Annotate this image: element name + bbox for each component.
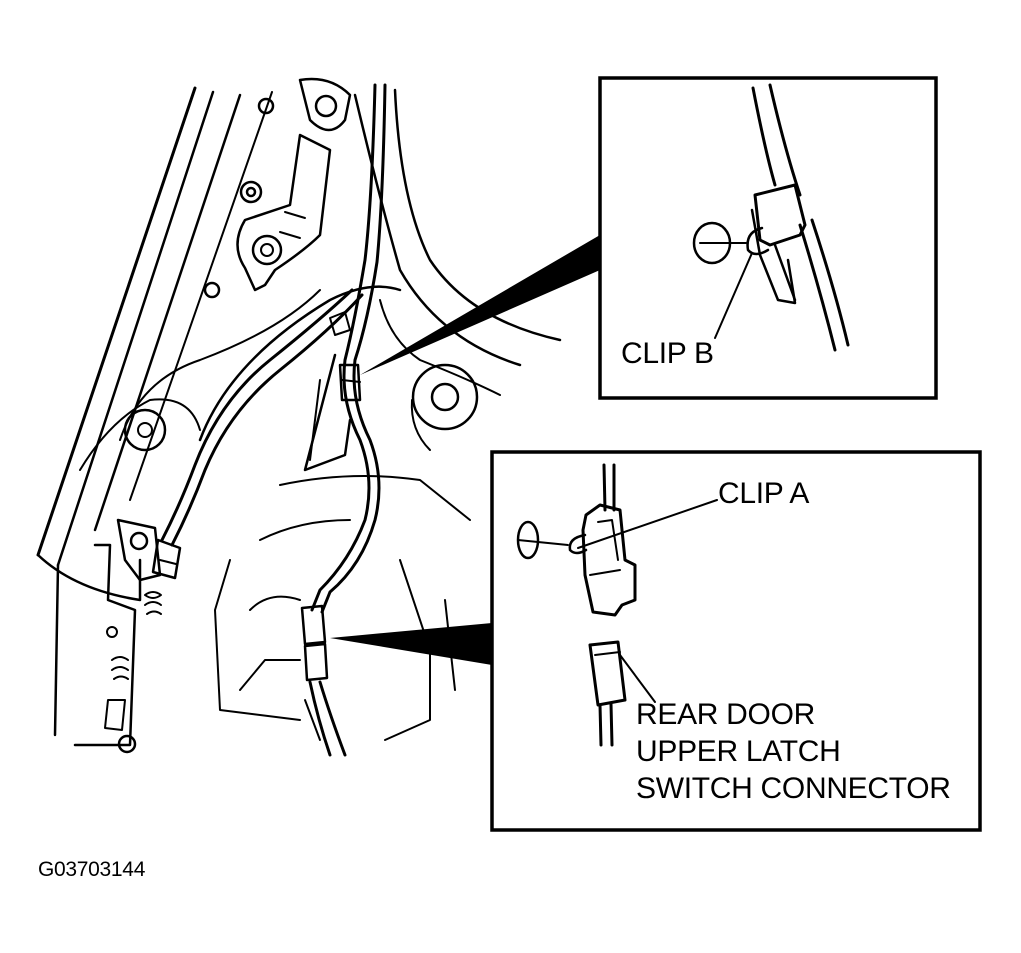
clip-a-pointer bbox=[330, 623, 492, 665]
door-frame bbox=[36, 77, 562, 754]
clip-b-pointer bbox=[360, 235, 600, 375]
clip-b-inset bbox=[598, 76, 938, 400]
figure-code: G03703144 bbox=[38, 858, 146, 881]
clip-a-label: CLIP A bbox=[718, 477, 810, 510]
connector-label-line2: UPPER LATCH bbox=[636, 735, 841, 768]
callout-pointers bbox=[330, 235, 600, 665]
connector-label-line3: SWITCH CONNECTOR bbox=[636, 772, 951, 805]
connector-label-line1: REAR DOOR bbox=[636, 698, 815, 731]
clip-a-inset bbox=[490, 450, 982, 832]
wiring-harness bbox=[151, 83, 387, 757]
clip-b-label: CLIP B bbox=[621, 337, 714, 370]
